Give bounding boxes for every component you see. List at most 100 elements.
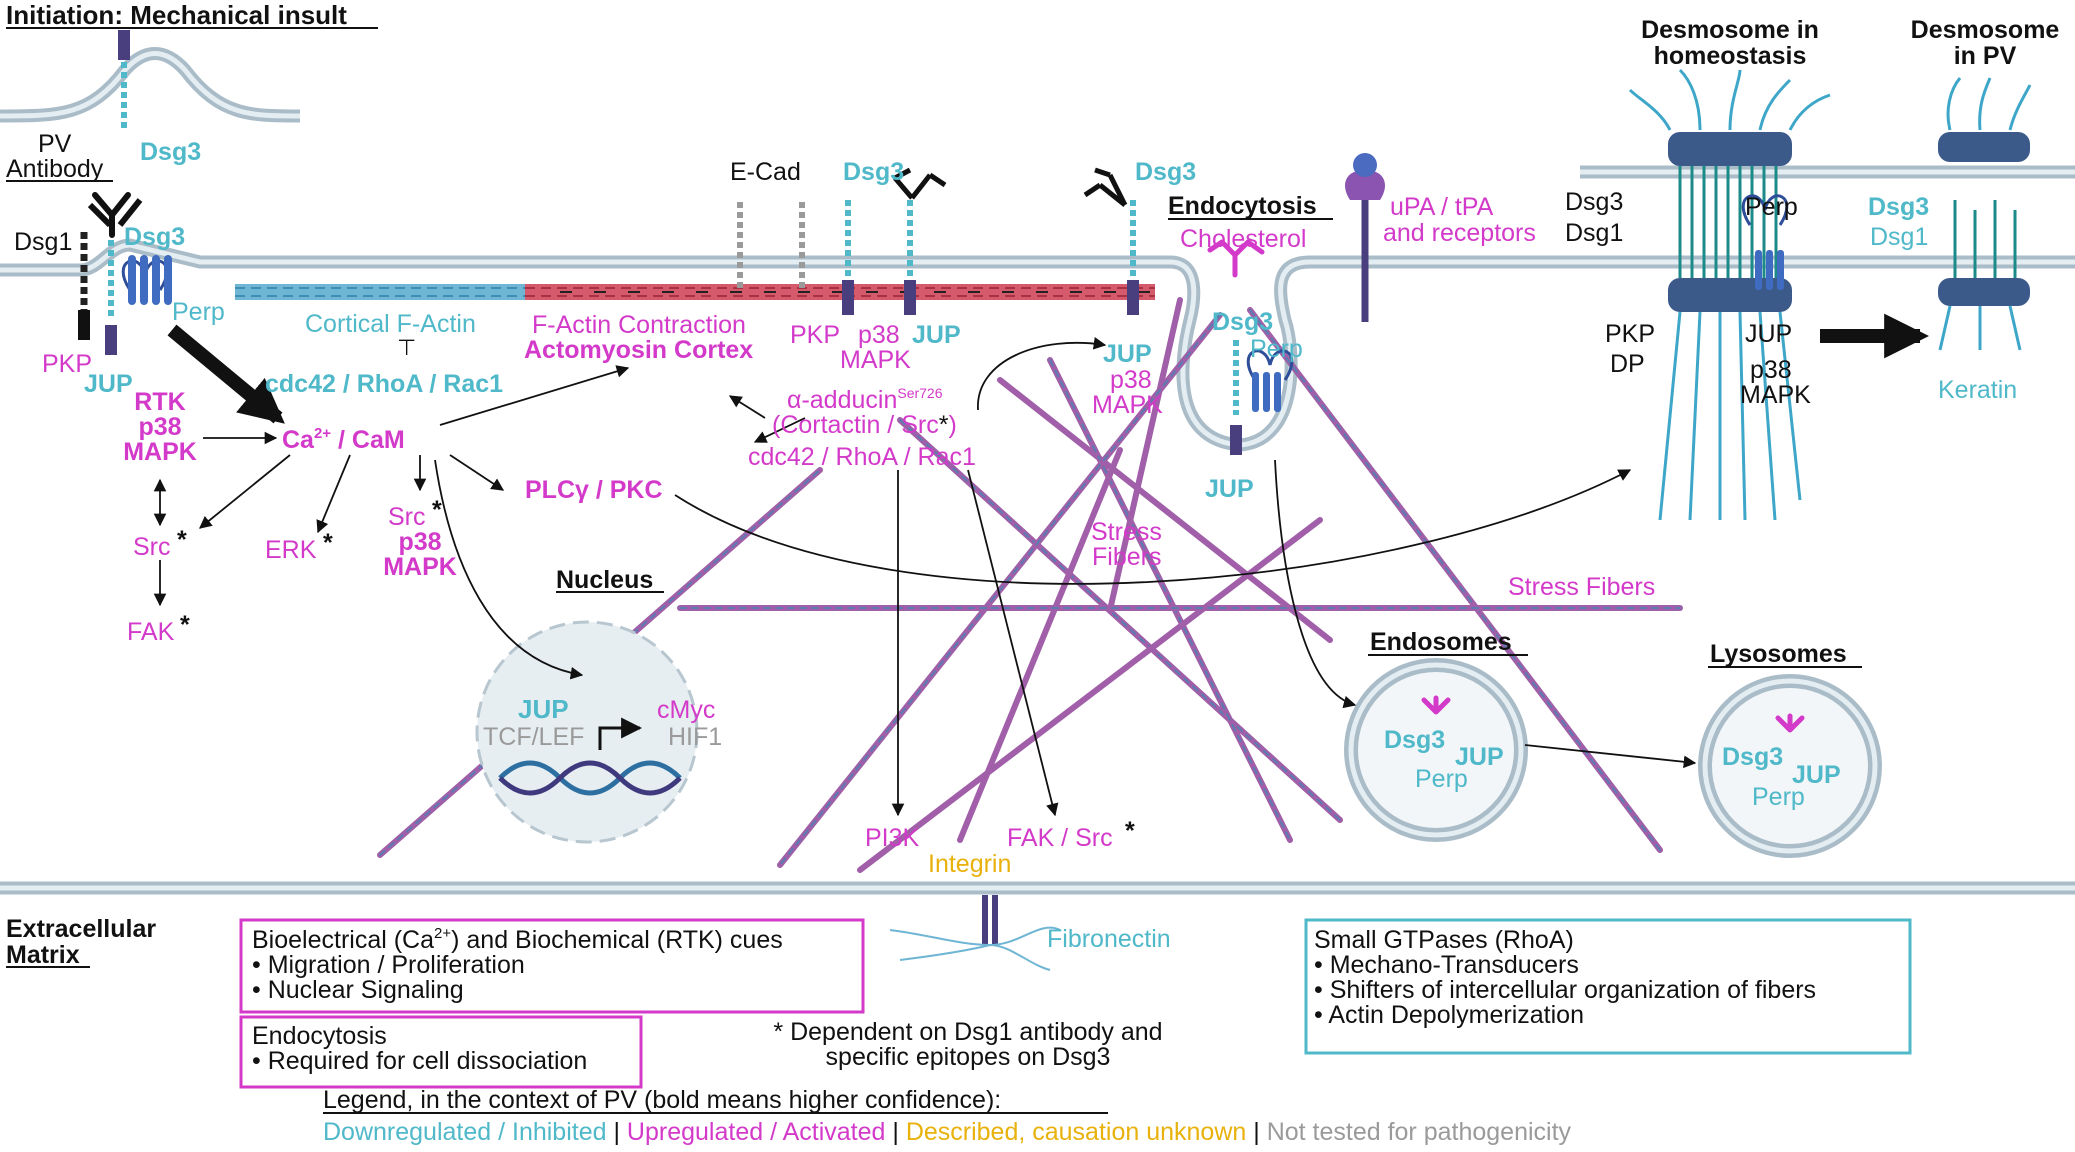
- inhibit-icon: ⊤: [397, 335, 416, 360]
- gtpase-box: [1304, 918, 1912, 1055]
- actomyosin-label: Actomyosin Cortex: [524, 336, 753, 364]
- upa-label-2: and receptors: [1383, 219, 1536, 247]
- dsg1-pv-label: Dsg1: [1870, 223, 1928, 251]
- dsg3-left-label: Dsg3: [124, 223, 185, 251]
- dsg3-right-label: Dsg3: [1135, 158, 1196, 186]
- pi3k-label: PI3K: [865, 824, 920, 852]
- dsg3-pv-label: Dsg3: [1868, 193, 1929, 221]
- desmosome-homeostasis: [1628, 68, 1831, 521]
- stress-label-2: Fibers: [1092, 543, 1161, 571]
- endocytosis-title: Endocytosis: [1168, 192, 1317, 220]
- pkp-left-label: PKP: [42, 350, 92, 378]
- cortactin-label: (Cortactin / Src*): [772, 411, 957, 439]
- gtp-box-item-3: • Actin Depolymerization: [1314, 1001, 1584, 1029]
- tcf-lef-label: TCF/LEF: [483, 723, 584, 751]
- p38-center-label: p38: [398, 528, 441, 556]
- bio-box-title: Bioelectrical (Ca2+) and Biochemical (RT…: [252, 925, 783, 954]
- dsg3-desmo-label: Dsg3: [1565, 188, 1623, 216]
- mapk-left-label: MAPK: [123, 438, 197, 466]
- nucleus-title: Nucleus: [556, 566, 653, 594]
- upa-receptor-icon: [1345, 153, 1385, 322]
- legend-line: Downregulated / Inhibited | Upregulated …: [323, 1118, 1572, 1146]
- jup-desmo-label: JUP: [1745, 320, 1792, 348]
- jup-left-label: JUP: [84, 370, 133, 398]
- cmyc-label: cMyc: [657, 696, 715, 724]
- signaling-arrows: [153, 324, 1697, 817]
- antibody-label: Antibody: [6, 155, 104, 183]
- nucleus-jup-label: JUP: [518, 694, 569, 724]
- gtp-box-item-2: • Shifters of intercellular organization…: [1314, 976, 1816, 1004]
- plasma-membrane: [0, 165, 2075, 452]
- p38-right-label: p38: [1110, 366, 1152, 394]
- pkp-desmo-label: PKP: [1605, 320, 1655, 348]
- dsg3-top-label: Dsg3: [140, 138, 201, 166]
- ecad-icons: [737, 202, 805, 290]
- mapk-desmo-label: MAPK: [1740, 381, 1811, 409]
- desmosome-pv-title-2: in PV: [1954, 42, 2017, 70]
- gtp-box-item-1: • Mechano-Transducers: [1314, 951, 1579, 979]
- fak-star: *: [180, 611, 190, 639]
- endocytosis-cargo: [1207, 239, 1294, 455]
- perp-left-label: Perp: [172, 298, 225, 326]
- ecm-label-2: Matrix: [6, 941, 80, 969]
- nucleus: [475, 620, 699, 844]
- src-left-star: *: [177, 526, 187, 554]
- bio-box-item-2: • Nuclear Signaling: [252, 976, 464, 1004]
- keratin-label: Keratin: [1938, 376, 2017, 404]
- top-membrane: [0, 47, 301, 123]
- cortical-factin-label: Cortical F-Actin: [305, 310, 476, 338]
- src-center-star: *: [432, 496, 442, 524]
- dsg3-receptor-top: [118, 30, 130, 130]
- rtk-label: RTK: [134, 388, 185, 416]
- endosomes-title: Endosomes: [1370, 628, 1512, 656]
- mapk-center-label: MAPK: [383, 553, 457, 581]
- endo-box-item-1: • Required for cell dissociation: [252, 1047, 587, 1075]
- factin-contraction-label: F-Actin Contraction: [532, 311, 746, 339]
- endosome-dsg3-label: Dsg3: [1384, 726, 1445, 754]
- lysosome-perp-label: Perp: [1752, 783, 1805, 811]
- integrin-fibronectin: [889, 895, 1061, 971]
- plc-pkc-label: PLCγ / PKC: [525, 476, 663, 504]
- src-center-label: Src: [388, 503, 426, 531]
- fak-label: FAK: [127, 618, 175, 646]
- p38-cortex-label: p38: [858, 321, 900, 349]
- ecad-label: E-Cad: [730, 158, 801, 186]
- ecm-label-1: Extracellular: [6, 915, 156, 943]
- integrin-label: Integrin: [928, 850, 1011, 878]
- hif1-label: HIF1: [668, 723, 722, 751]
- dsg3-cortex-cadherins: [842, 167, 1139, 315]
- legend-title: Legend, in the context of PV (bold means…: [323, 1086, 1001, 1114]
- endo-box-title: Endocytosis: [252, 1022, 387, 1050]
- fak-src-star: *: [1125, 817, 1135, 845]
- fak-src-label: FAK / Src: [1007, 824, 1113, 852]
- heading-underlines: [6, 27, 1862, 1114]
- bio-box-item-1: • Migration / Proliferation: [252, 951, 525, 979]
- dsg3-cortex-label: Dsg3: [843, 158, 904, 186]
- perp-icon-left: [121, 255, 172, 305]
- note-line-1: * Dependent on Dsg1 antibody and: [773, 1018, 1162, 1046]
- erk-label: ERK: [265, 536, 317, 564]
- fibronectin-label: Fibronectin: [1047, 925, 1171, 953]
- adducin-label: α-adducinSer726: [787, 385, 943, 414]
- mapk-cortex-label: MAPK: [840, 346, 911, 374]
- ca-cam-label: Ca2+ / CaM: [282, 425, 405, 454]
- note-line-2: specific epitopes on Dsg3: [826, 1043, 1111, 1071]
- lysosome-vesicle: [1698, 674, 1882, 858]
- stress-fibers-right-label: Stress Fibers: [1508, 573, 1655, 601]
- gtpases-center-label: cdc42 / RhoA / Rac1: [748, 443, 976, 471]
- lysosome-dsg3-label: Dsg3: [1722, 743, 1783, 771]
- dsg1-desmo-label: Dsg1: [1565, 219, 1623, 247]
- perp-desmo-label: Perp: [1745, 193, 1798, 221]
- cholesterol-label: Cholesterol: [1180, 225, 1306, 253]
- dsg3-endo-label: Dsg3: [1212, 308, 1273, 336]
- src-left-label: Src: [133, 533, 171, 561]
- dsg1-label: Dsg1: [14, 228, 72, 256]
- erk-star: *: [323, 529, 333, 557]
- gtpases-left-label: cdc42 / RhoA / Rac1: [265, 370, 503, 398]
- mapk-right-label: MAPK: [1092, 391, 1163, 419]
- upa-label-1: uPA / tPA: [1390, 193, 1494, 221]
- desmosome-homeostasis-title-1: Desmosome in: [1641, 16, 1819, 44]
- pv-label: PV: [38, 130, 72, 158]
- cortical-actin-band: [235, 284, 1155, 300]
